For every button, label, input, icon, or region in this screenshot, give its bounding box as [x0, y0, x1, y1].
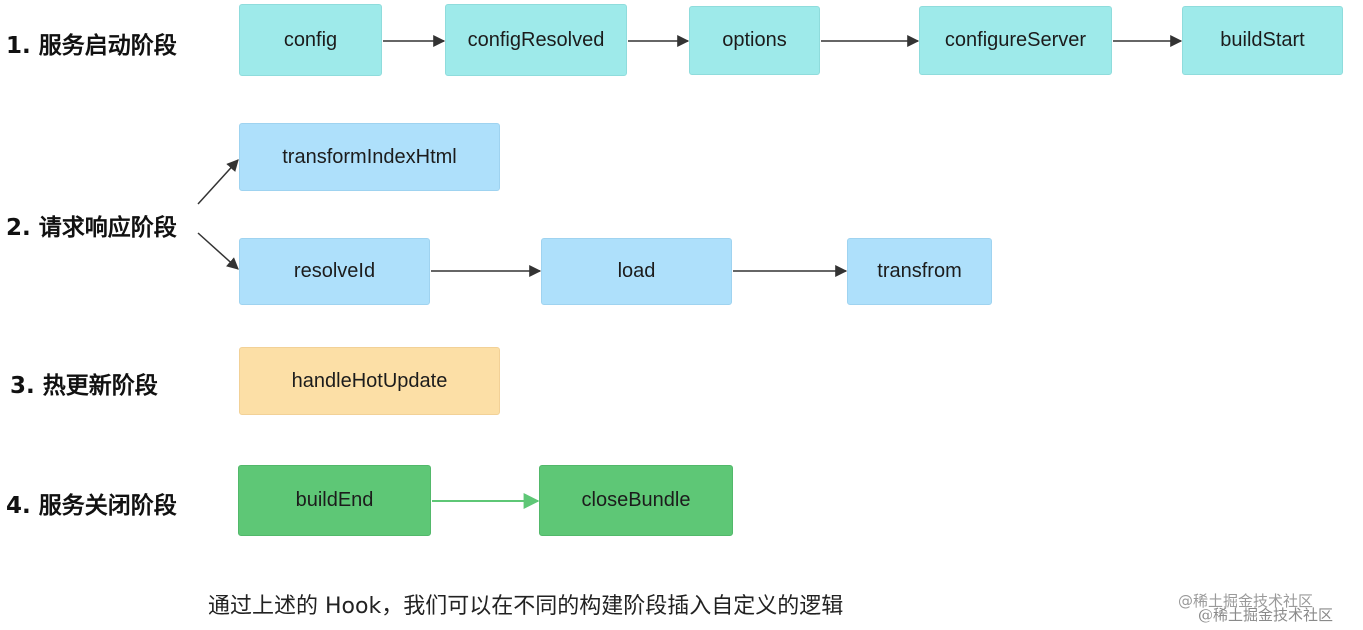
node-load: load	[541, 238, 732, 305]
arrow-request-to-resolveId	[197, 232, 239, 270]
stage-label-hot-update: 3. 热更新阶段	[10, 373, 158, 399]
node-resolveId: resolveId	[239, 238, 430, 305]
arrow-request-to-transformIndexHtml	[197, 159, 239, 205]
node-configureServer: configureServer	[919, 6, 1112, 75]
node-transfrom: transfrom	[847, 238, 992, 305]
caption-text: 通过上述的 Hook，我们可以在不同的构建阶段插入自定义的逻辑	[208, 594, 844, 619]
node-options: options	[689, 6, 820, 75]
node-config: config	[239, 4, 382, 76]
node-transformIndexHtml: transformIndexHtml	[239, 123, 500, 191]
stage-label-request: 2. 请求响应阶段	[6, 215, 177, 241]
stage-label-shutdown: 4. 服务关闭阶段	[6, 493, 177, 519]
credit-watermark: @稀土掘金技术社区	[1178, 592, 1314, 610]
node-buildStart: buildStart	[1182, 6, 1343, 75]
credit-watermark-secondary: @稀土掘金技术社区	[1198, 606, 1334, 624]
stage-label-startup: 1. 服务启动阶段	[6, 33, 177, 59]
node-handleHotUpdate: handleHotUpdate	[239, 347, 500, 415]
node-configResolved: configResolved	[445, 4, 627, 76]
node-closeBundle: closeBundle	[539, 465, 733, 536]
node-buildEnd: buildEnd	[238, 465, 431, 536]
